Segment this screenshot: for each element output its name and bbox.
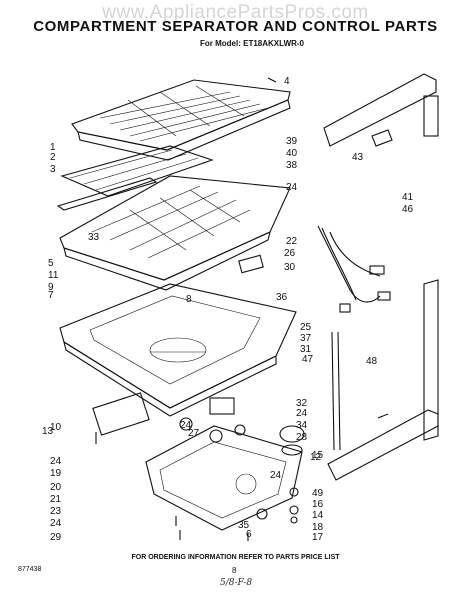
callout-4: 4 — [284, 76, 290, 87]
callout-36: 36 — [276, 292, 288, 303]
callout-43: 43 — [352, 152, 364, 163]
callout-39: 39 — [286, 136, 298, 147]
callout-19: 19 — [50, 468, 62, 479]
callout-5: 5 — [48, 258, 54, 269]
callout-46: 46 — [402, 204, 414, 215]
diagram-title: COMPARTMENT SEPARATOR AND CONTROL PARTS — [33, 18, 438, 35]
document-number: 877438 — [18, 566, 42, 573]
callout-28: 28 — [296, 432, 308, 443]
callout-32: 32 — [296, 398, 308, 409]
callout-13: 13 — [42, 426, 54, 437]
callout-23: 23 — [50, 506, 62, 517]
callout-29: 29 — [50, 532, 62, 543]
callout-7: 7 — [48, 290, 54, 301]
wire-harness — [317, 225, 391, 313]
ordering-info-footer: FOR ORDERING INFORMATION REFER TO PARTS … — [131, 554, 340, 561]
right-trim-pieces — [323, 73, 439, 481]
callout-35: 35 — [238, 520, 250, 531]
thermostat-assembly — [179, 397, 305, 524]
callout-24-e: 24 — [270, 470, 282, 481]
callout-11: 11 — [48, 270, 59, 281]
callout-27: 27 — [188, 428, 200, 439]
callout-49: 49 — [312, 488, 324, 499]
callout-24-d: 24 — [296, 408, 308, 419]
watermark: www.AppliancePartsPros.com — [102, 2, 369, 23]
callout-24-f: 24 — [180, 420, 192, 431]
callout-31: 31 — [300, 344, 312, 355]
callout-22: 22 — [286, 236, 298, 247]
callout-16: 16 — [312, 499, 324, 510]
lower-base-frame — [59, 283, 297, 417]
callout-21: 21 — [50, 494, 62, 505]
control-housing — [92, 392, 303, 531]
callout-8: 8 — [186, 294, 192, 305]
callout-18: 18 — [312, 522, 324, 533]
model-subtitle: For Model: ET18AKXLWR-0 — [200, 39, 305, 48]
callout-20: 20 — [50, 482, 62, 493]
callout-2: 2 — [50, 152, 56, 163]
callout-38: 38 — [286, 160, 298, 171]
callout-26: 26 — [284, 248, 296, 259]
callout-24-c: 24 — [286, 182, 298, 193]
callout-37: 37 — [300, 333, 312, 344]
callout-25: 25 — [300, 322, 312, 333]
page-number: 8 — [232, 566, 237, 575]
callout-3: 3 — [50, 164, 56, 175]
screws — [95, 77, 389, 541]
callout-12: 12 — [310, 452, 322, 463]
callout-14: 14 — [312, 510, 324, 521]
callout-47: 47 — [302, 354, 314, 365]
callout-labels: 1 2 3 4 5 6 7 8 9 10 11 12 13 14 15 16 1… — [42, 76, 414, 543]
callout-33: 33 — [88, 232, 100, 243]
upper-separator-panel — [71, 79, 291, 161]
callout-41: 41 — [402, 192, 414, 203]
callout-1: 1 — [50, 142, 56, 153]
callout-9: 9 — [48, 282, 54, 293]
callout-24-b: 24 — [50, 518, 62, 529]
handwritten-note: 5/8-F-8 — [220, 578, 253, 588]
callout-6: 6 — [246, 529, 252, 540]
callout-48: 48 — [366, 356, 378, 367]
callout-17: 17 — [312, 532, 324, 543]
callout-10: 10 — [50, 422, 62, 433]
callout-30: 30 — [284, 262, 296, 273]
separator-strip — [56, 145, 214, 211]
middle-separator-panel — [59, 175, 291, 291]
callout-40: 40 — [286, 148, 298, 159]
callout-34: 34 — [296, 420, 308, 431]
callout-24-a: 24 — [50, 456, 62, 467]
callout-15: 15 — [312, 450, 324, 461]
